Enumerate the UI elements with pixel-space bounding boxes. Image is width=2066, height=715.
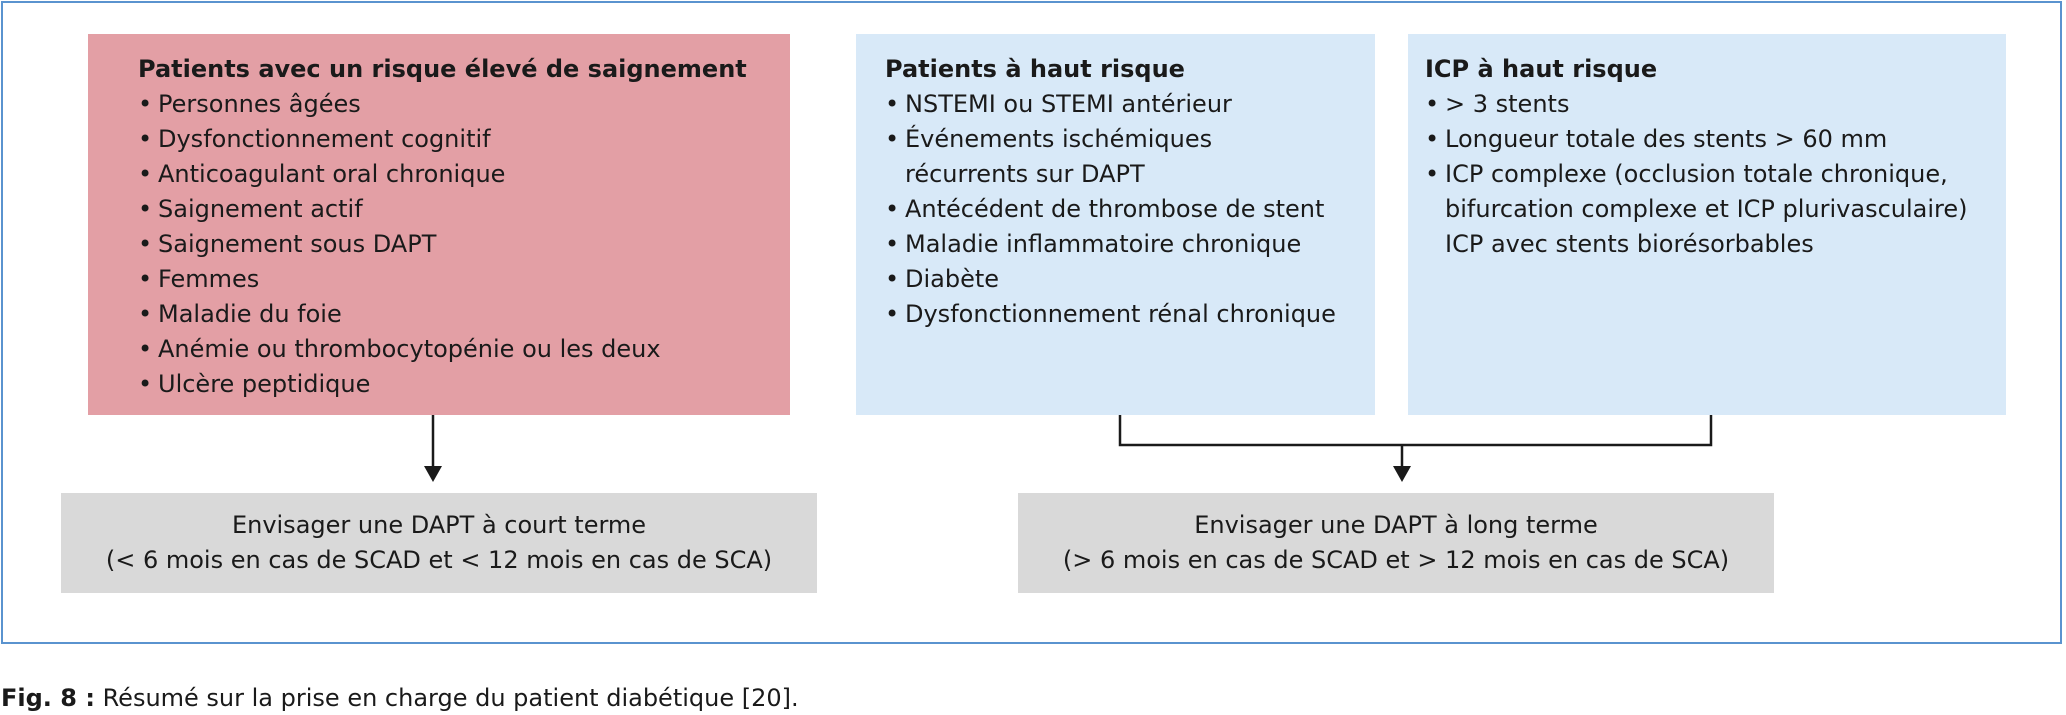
list-item: > 3 stents [1425, 87, 2006, 122]
bleeding-risk-list: Personnes âgées Dysfonctionnement cognit… [138, 87, 790, 402]
list-item: Maladie du foie [138, 297, 790, 332]
arrowhead-long [1393, 466, 1411, 482]
high-risk-icp-title: ICP à haut risque [1425, 55, 1658, 83]
list-item-continuation: récurrents sur DAPT [905, 160, 1145, 188]
high-risk-icp-box: ICP à haut risque > 3 stents Longueur to… [1408, 34, 2006, 415]
list-item: Dysfonctionnement rénal chronique [885, 297, 1375, 332]
list-item: Anticoagulant oral chronique [138, 157, 790, 192]
figure-caption-label: Fig. 8 : [1, 684, 95, 712]
figure-caption-text: Résumé sur la prise en charge du patient… [102, 684, 799, 712]
list-item: NSTEMI ou STEMI antérieur [885, 87, 1375, 122]
list-item: Antécédent de thrombose de stent [885, 192, 1375, 227]
list-item: Personnes âgées [138, 87, 790, 122]
high-risk-patients-title: Patients à haut risque [885, 55, 1185, 83]
short-term-dapt-detail: (< 6 mois en cas de SCAD et < 12 mois en… [105, 546, 773, 574]
short-term-dapt-box: Envisager une DAPT à court terme (< 6 mo… [61, 493, 817, 593]
list-item: Événements ischémiques [885, 122, 1375, 157]
list-item: Maladie inflammatoire chronique [885, 227, 1375, 262]
list-item: Saignement actif [138, 192, 790, 227]
long-term-dapt-box: Envisager une DAPT à long terme (> 6 moi… [1018, 493, 1774, 593]
short-term-dapt-title: Envisager une DAPT à court terme [231, 511, 647, 539]
list-item-continuation: bifurcation complexe et ICP plurivascula… [1445, 195, 1968, 223]
high-risk-icp-list: > 3 stents Longueur totale des stents > … [1425, 87, 2006, 262]
diagram-frame [1, 1, 2062, 644]
arrowhead-short [424, 466, 442, 482]
list-item: Longueur totale des stents > 60 mm [1425, 122, 2006, 157]
risk-boxes-bracket-line [1118, 415, 1713, 447]
list-item: Diabète [885, 262, 1375, 297]
list-item: Femmes [138, 262, 790, 297]
list-item: Ulcère peptidique [138, 367, 790, 402]
high-risk-patients-box: Patients à haut risque NSTEMI ou STEMI a… [856, 34, 1375, 415]
long-term-dapt-title: Envisager une DAPT à long terme [1194, 511, 1598, 539]
long-term-dapt-detail: (> 6 mois en cas de SCAD et > 12 mois en… [1062, 546, 1730, 574]
bleeding-risk-title: Patients avec un risque élevé de saignem… [138, 55, 747, 83]
list-item: Dysfonctionnement cognitif [138, 122, 790, 157]
list-item-continuation: ICP avec stents biorésorbables [1445, 230, 1814, 258]
bleeding-risk-box: Patients avec un risque élevé de saignem… [88, 34, 790, 415]
high-risk-patients-list: NSTEMI ou STEMI antérieur Événements isc… [885, 87, 1375, 332]
list-item: ICP complexe (occlusion totale chronique… [1425, 157, 2006, 192]
list-item: Anémie ou thrombocytopénie ou les deux [138, 332, 790, 367]
figure-caption: Fig. 8 : Résumé sur la prise en charge d… [1, 683, 799, 713]
list-item: Saignement sous DAPT [138, 227, 790, 262]
